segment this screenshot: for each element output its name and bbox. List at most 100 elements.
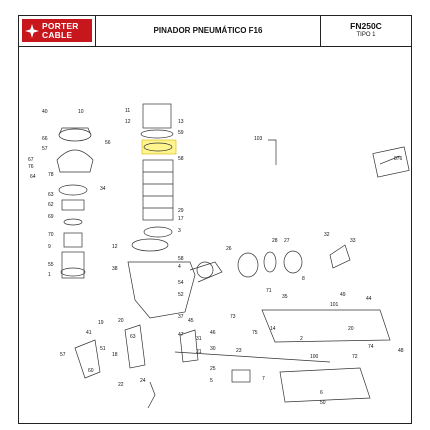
- part-callout-67[interactable]: 67: [28, 157, 34, 163]
- part-callout-11[interactable]: 11: [125, 108, 130, 114]
- filter-part: [283, 250, 303, 274]
- brand-text: PORTER CABLE: [42, 20, 79, 40]
- part-callout-34[interactable]: 34: [100, 186, 106, 192]
- part-callout-27[interactable]: 27: [284, 238, 290, 244]
- part-callout-37[interactable]: 37: [178, 314, 184, 320]
- part-callout-9[interactable]: 9: [48, 244, 51, 250]
- porter-cable-logo: PORTER CABLE: [22, 19, 92, 42]
- part-callout-50[interactable]: 50: [320, 400, 326, 406]
- part-callout-57[interactable]: 57: [60, 352, 66, 358]
- part-callout-63[interactable]: 63: [130, 334, 136, 340]
- handle-part: [189, 261, 223, 283]
- part-callout-74[interactable]: 74: [368, 344, 374, 350]
- part-callout-56[interactable]: 56: [105, 140, 111, 146]
- part-callout-2[interactable]: 2: [300, 336, 303, 342]
- part-callout-46[interactable]: 46: [210, 330, 216, 336]
- part-callout-1[interactable]: 1: [48, 272, 51, 278]
- safety-part: [74, 339, 101, 379]
- part-callout-64[interactable]: 64: [30, 174, 36, 180]
- part-callout-69[interactable]: 69: [48, 214, 54, 220]
- part-callout-22[interactable]: 22: [118, 382, 124, 388]
- part-callout-58[interactable]: 58: [178, 256, 184, 262]
- part-callout-8[interactable]: 8: [302, 276, 305, 282]
- part-callout-35[interactable]: 35: [282, 294, 288, 300]
- part-callout-38[interactable]: 38: [112, 266, 118, 272]
- part-callout-21[interactable]: 21: [196, 349, 202, 355]
- part-callout-45[interactable]: 45: [188, 318, 194, 324]
- highlighted-part-box[interactable]: [141, 139, 177, 155]
- part-callout-49[interactable]: 49: [340, 292, 346, 298]
- part-callout-54[interactable]: 54: [178, 280, 184, 286]
- part-callout-103[interactable]: 103: [254, 136, 263, 142]
- part-callout-55[interactable]: 55: [48, 262, 54, 268]
- part-callout-51[interactable]: 51: [100, 346, 106, 352]
- brand-line-1: PORTER: [42, 20, 79, 31]
- part-callout-29[interactable]: 29: [178, 208, 184, 214]
- nose-part: [124, 324, 146, 369]
- part-callout-47[interactable]: 47: [178, 332, 184, 338]
- part-callout-3[interactable]: 3: [178, 228, 181, 234]
- part-callout-40[interactable]: 40: [42, 109, 48, 115]
- part-callout-14[interactable]: 14: [270, 326, 276, 332]
- part-callout-63[interactable]: 63: [48, 192, 54, 198]
- part-callout-18[interactable]: 18: [112, 352, 118, 358]
- part-callout-58[interactable]: 58: [178, 156, 184, 162]
- part-callout-52[interactable]: 52: [178, 292, 184, 298]
- part-callout-20[interactable]: 20: [118, 318, 124, 324]
- part-callout-44[interactable]: 44: [366, 296, 372, 302]
- part-callout-12[interactable]: 12: [125, 119, 131, 125]
- cap-spacer-part: [263, 251, 277, 273]
- part-callout-19[interactable]: 19: [98, 320, 104, 326]
- part-callout-60[interactable]: 60: [88, 368, 94, 374]
- part-callout-30[interactable]: 30: [210, 346, 216, 352]
- brand-line-2: CABLE: [42, 29, 73, 40]
- part-callout-7[interactable]: 7: [262, 376, 265, 382]
- part-callout-57[interactable]: 57: [42, 146, 48, 152]
- part-callout-41[interactable]: 41: [86, 330, 92, 336]
- model-cell: FN250C TIPO 1: [321, 15, 411, 46]
- part-callout-32[interactable]: 32: [324, 232, 330, 238]
- part-callout-73[interactable]: 73: [230, 314, 236, 320]
- part-callout-76[interactable]: 76: [28, 164, 34, 170]
- part-callout-876[interactable]: 876: [394, 156, 403, 162]
- part-callout-23[interactable]: 23: [236, 348, 242, 354]
- part-callout-20[interactable]: 20: [348, 326, 354, 332]
- title-cell: PINADOR PNEUMÁTICO F16: [96, 15, 321, 46]
- part-callout-33[interactable]: 33: [350, 238, 356, 244]
- part-callout-66[interactable]: 66: [42, 136, 48, 142]
- part-callout-17[interactable]: 17: [178, 216, 184, 222]
- part-callout-26[interactable]: 26: [226, 246, 232, 252]
- bumper-part: [143, 226, 173, 238]
- part-callout-6[interactable]: 6: [320, 390, 323, 396]
- part-callout-100[interactable]: 100: [310, 354, 319, 360]
- part-callout-24[interactable]: 24: [140, 378, 146, 384]
- top-cap-part: [58, 128, 92, 142]
- part-callout-25[interactable]: 25: [210, 366, 216, 372]
- pusher-part: [279, 367, 371, 403]
- part-callout-62[interactable]: 62: [48, 202, 54, 208]
- part-callout-4[interactable]: 4: [178, 264, 181, 270]
- part-callout-78[interactable]: 78: [48, 172, 54, 178]
- part-callout-48[interactable]: 48: [398, 348, 404, 354]
- part-callout-12[interactable]: 12: [112, 244, 118, 250]
- top-cap-body: [58, 127, 92, 136]
- detail-window: [372, 146, 410, 178]
- part-callout-101[interactable]: 101: [330, 302, 339, 308]
- part-callout-13[interactable]: 13: [178, 119, 184, 125]
- part-callout-28[interactable]: 28: [272, 238, 278, 244]
- hex-key-part: [268, 139, 277, 165]
- head-gasket-part: [131, 238, 169, 252]
- handle-grip-part: [196, 261, 214, 279]
- part-callout-31[interactable]: 31: [196, 336, 202, 342]
- part-callout-71[interactable]: 71: [266, 288, 272, 294]
- part-callout-59[interactable]: 59: [178, 130, 184, 136]
- part-callout-72[interactable]: 72: [352, 354, 358, 360]
- part-callout-5[interactable]: 5: [210, 378, 213, 384]
- bottom-seal-part: [60, 267, 86, 277]
- part-callout-10[interactable]: 10: [78, 109, 84, 115]
- part-callout-75[interactable]: 75: [252, 330, 258, 336]
- part-callout-70[interactable]: 70: [48, 232, 54, 238]
- hook-part: [147, 381, 156, 409]
- title-block: PORTER CABLE PINADOR PNEUMÁTICO F16 FN25…: [18, 15, 412, 47]
- spring-part: [61, 199, 85, 211]
